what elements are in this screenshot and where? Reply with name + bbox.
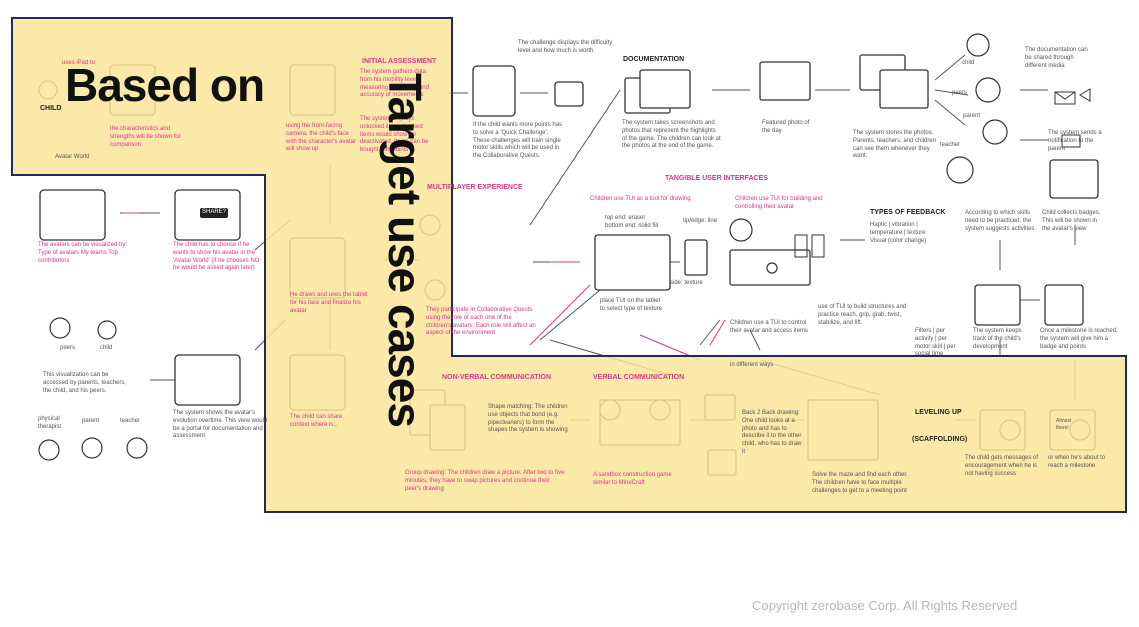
keeps-track-note: The system keeps track of the child's de… xyxy=(973,328,1022,350)
encouragement-note: The child gets messages of encouragement… xyxy=(965,455,1039,477)
shape-matching-note: Shape matching: The children use objects… xyxy=(488,404,568,434)
back2back-note: Back 2 Back drawing: One child looks at … xyxy=(742,410,802,455)
screenshots-note: The system takes screenshots and photos … xyxy=(622,120,721,150)
verbal-title: VERBAL COMMUNICATION xyxy=(593,374,685,381)
context-note: The child can share context where is... xyxy=(290,414,343,428)
peers-label: peers xyxy=(60,345,76,351)
target-use-cases-label: Target use cases xyxy=(379,73,431,427)
doc-teacher-label: teacher xyxy=(940,142,961,148)
leveling-up-title: LEVELING UP xyxy=(915,409,962,416)
participate-note: They participate in Collaborative Quests… xyxy=(426,307,536,337)
build-structures-note: use of TUI to build structures and pract… xyxy=(818,304,907,326)
group-drawing-note: Group drawing: The children draw a pictu… xyxy=(405,470,565,492)
evolution-note: The system shows the avatar's evolution … xyxy=(173,410,268,440)
almost-there-bubble: Almost there! xyxy=(1056,418,1072,431)
place-tui-note: place TUI on the tablet to select type o… xyxy=(600,298,663,312)
doc-child-label: child xyxy=(962,60,975,66)
tui-building-note: Children use TUI for building and contro… xyxy=(735,196,823,210)
control-avatar-note: Children use a TUI to control their avat… xyxy=(730,320,809,334)
featured-photo-note: Featured photo of the day xyxy=(762,120,810,134)
quick-challenge-note: If the child wants more points has to so… xyxy=(473,122,563,160)
highlight-bottom-band xyxy=(266,357,1125,511)
highlight-top-left xyxy=(13,19,451,174)
side-texture-note: side: texture xyxy=(670,280,703,286)
visualization-access-note: This visualization can be accessed by pa… xyxy=(43,372,127,394)
doc-parent-label: parent xyxy=(963,113,981,119)
feedback-list: Haptic | vibration | temperature | textu… xyxy=(870,222,927,244)
share-prompt: SHARE? xyxy=(200,208,229,218)
system-gathers-note: The system gathers data from his mobilit… xyxy=(360,69,430,99)
initial-assessment-title: INITIAL ASSESSMENT xyxy=(362,58,437,65)
draws-face-note: He draws and uses the tablet for his fac… xyxy=(290,292,368,314)
notification-note: The system sends a notification to the p… xyxy=(1048,130,1102,152)
stores-photos-note: The system stores the photos. Parents, t… xyxy=(853,130,937,160)
top-end-note: top end: eraser bottom end: solid fill xyxy=(605,215,659,229)
maze-note: Solve the maze and find each other. The … xyxy=(812,472,908,494)
scaffolding-title: (SCAFFOLDING) xyxy=(912,436,968,443)
uses-ipad-note: uses iPad to xyxy=(62,60,96,66)
teacher-label: teacher xyxy=(120,418,141,424)
shared-media-note: The documentation can be shared through … xyxy=(1025,47,1088,69)
types-feedback-title: TYPES OF FEEDBACK xyxy=(870,209,946,216)
in-different-ways-note: in different ways xyxy=(730,362,774,368)
front-camera-note: using the front-facing camera, the child… xyxy=(286,123,356,153)
doc-peers-label: peers xyxy=(952,90,968,96)
child-label: CHILD xyxy=(40,105,62,112)
challenge-difficulty-note: The challenge displays the difficulty le… xyxy=(518,40,613,54)
tangible-title: TANGIBLE USER INTERFACES xyxy=(665,175,768,182)
tui-drawing-note: Children use TUI as a tool for drawing xyxy=(590,196,691,202)
unlocked-items-note: The system displays unlocked items. Lock… xyxy=(360,116,429,154)
milestone-reached-note: Once a milestone is reached, the system … xyxy=(1040,328,1118,350)
sandbox-note: A sandbox construction game similar to M… xyxy=(593,472,672,486)
filters-note: Filters | per activity | per motor skill… xyxy=(915,328,956,358)
child-label-small: child xyxy=(100,345,113,351)
characteristics-note: the characteristics and strengths will b… xyxy=(110,126,181,148)
choose-avatar-note: The child has to choose if he wants to s… xyxy=(173,242,260,272)
multiplayer-title: MULTIPLAYER EXPERIENCE xyxy=(427,184,523,191)
avatar-world-label: Avatar World xyxy=(55,154,90,160)
suggests-activities-note: According to which skills need to be pra… xyxy=(965,210,1035,232)
copyright-text: Copyright zerobase Corp. All Rights Rese… xyxy=(752,598,1018,613)
avatars-visualized-note: The avatars can be visualized by: Type o… xyxy=(38,242,128,264)
based-on-label: Based on xyxy=(65,59,265,111)
non-verbal-title: NON-VERBAL COMMUNICATION xyxy=(442,374,552,381)
documentation-title: DOCUMENTATION xyxy=(623,56,685,63)
highlight-left-column xyxy=(266,174,451,357)
almost-milestone-note: or when he's about to reach a milestone xyxy=(1048,455,1106,469)
collects-badges-note: Child collects badges. This will be show… xyxy=(1042,210,1101,232)
tip-edge-note: tip/edge: line xyxy=(683,218,718,224)
physical-therapist-label: physical therapist xyxy=(38,416,62,430)
parent-label: parent xyxy=(82,418,100,424)
